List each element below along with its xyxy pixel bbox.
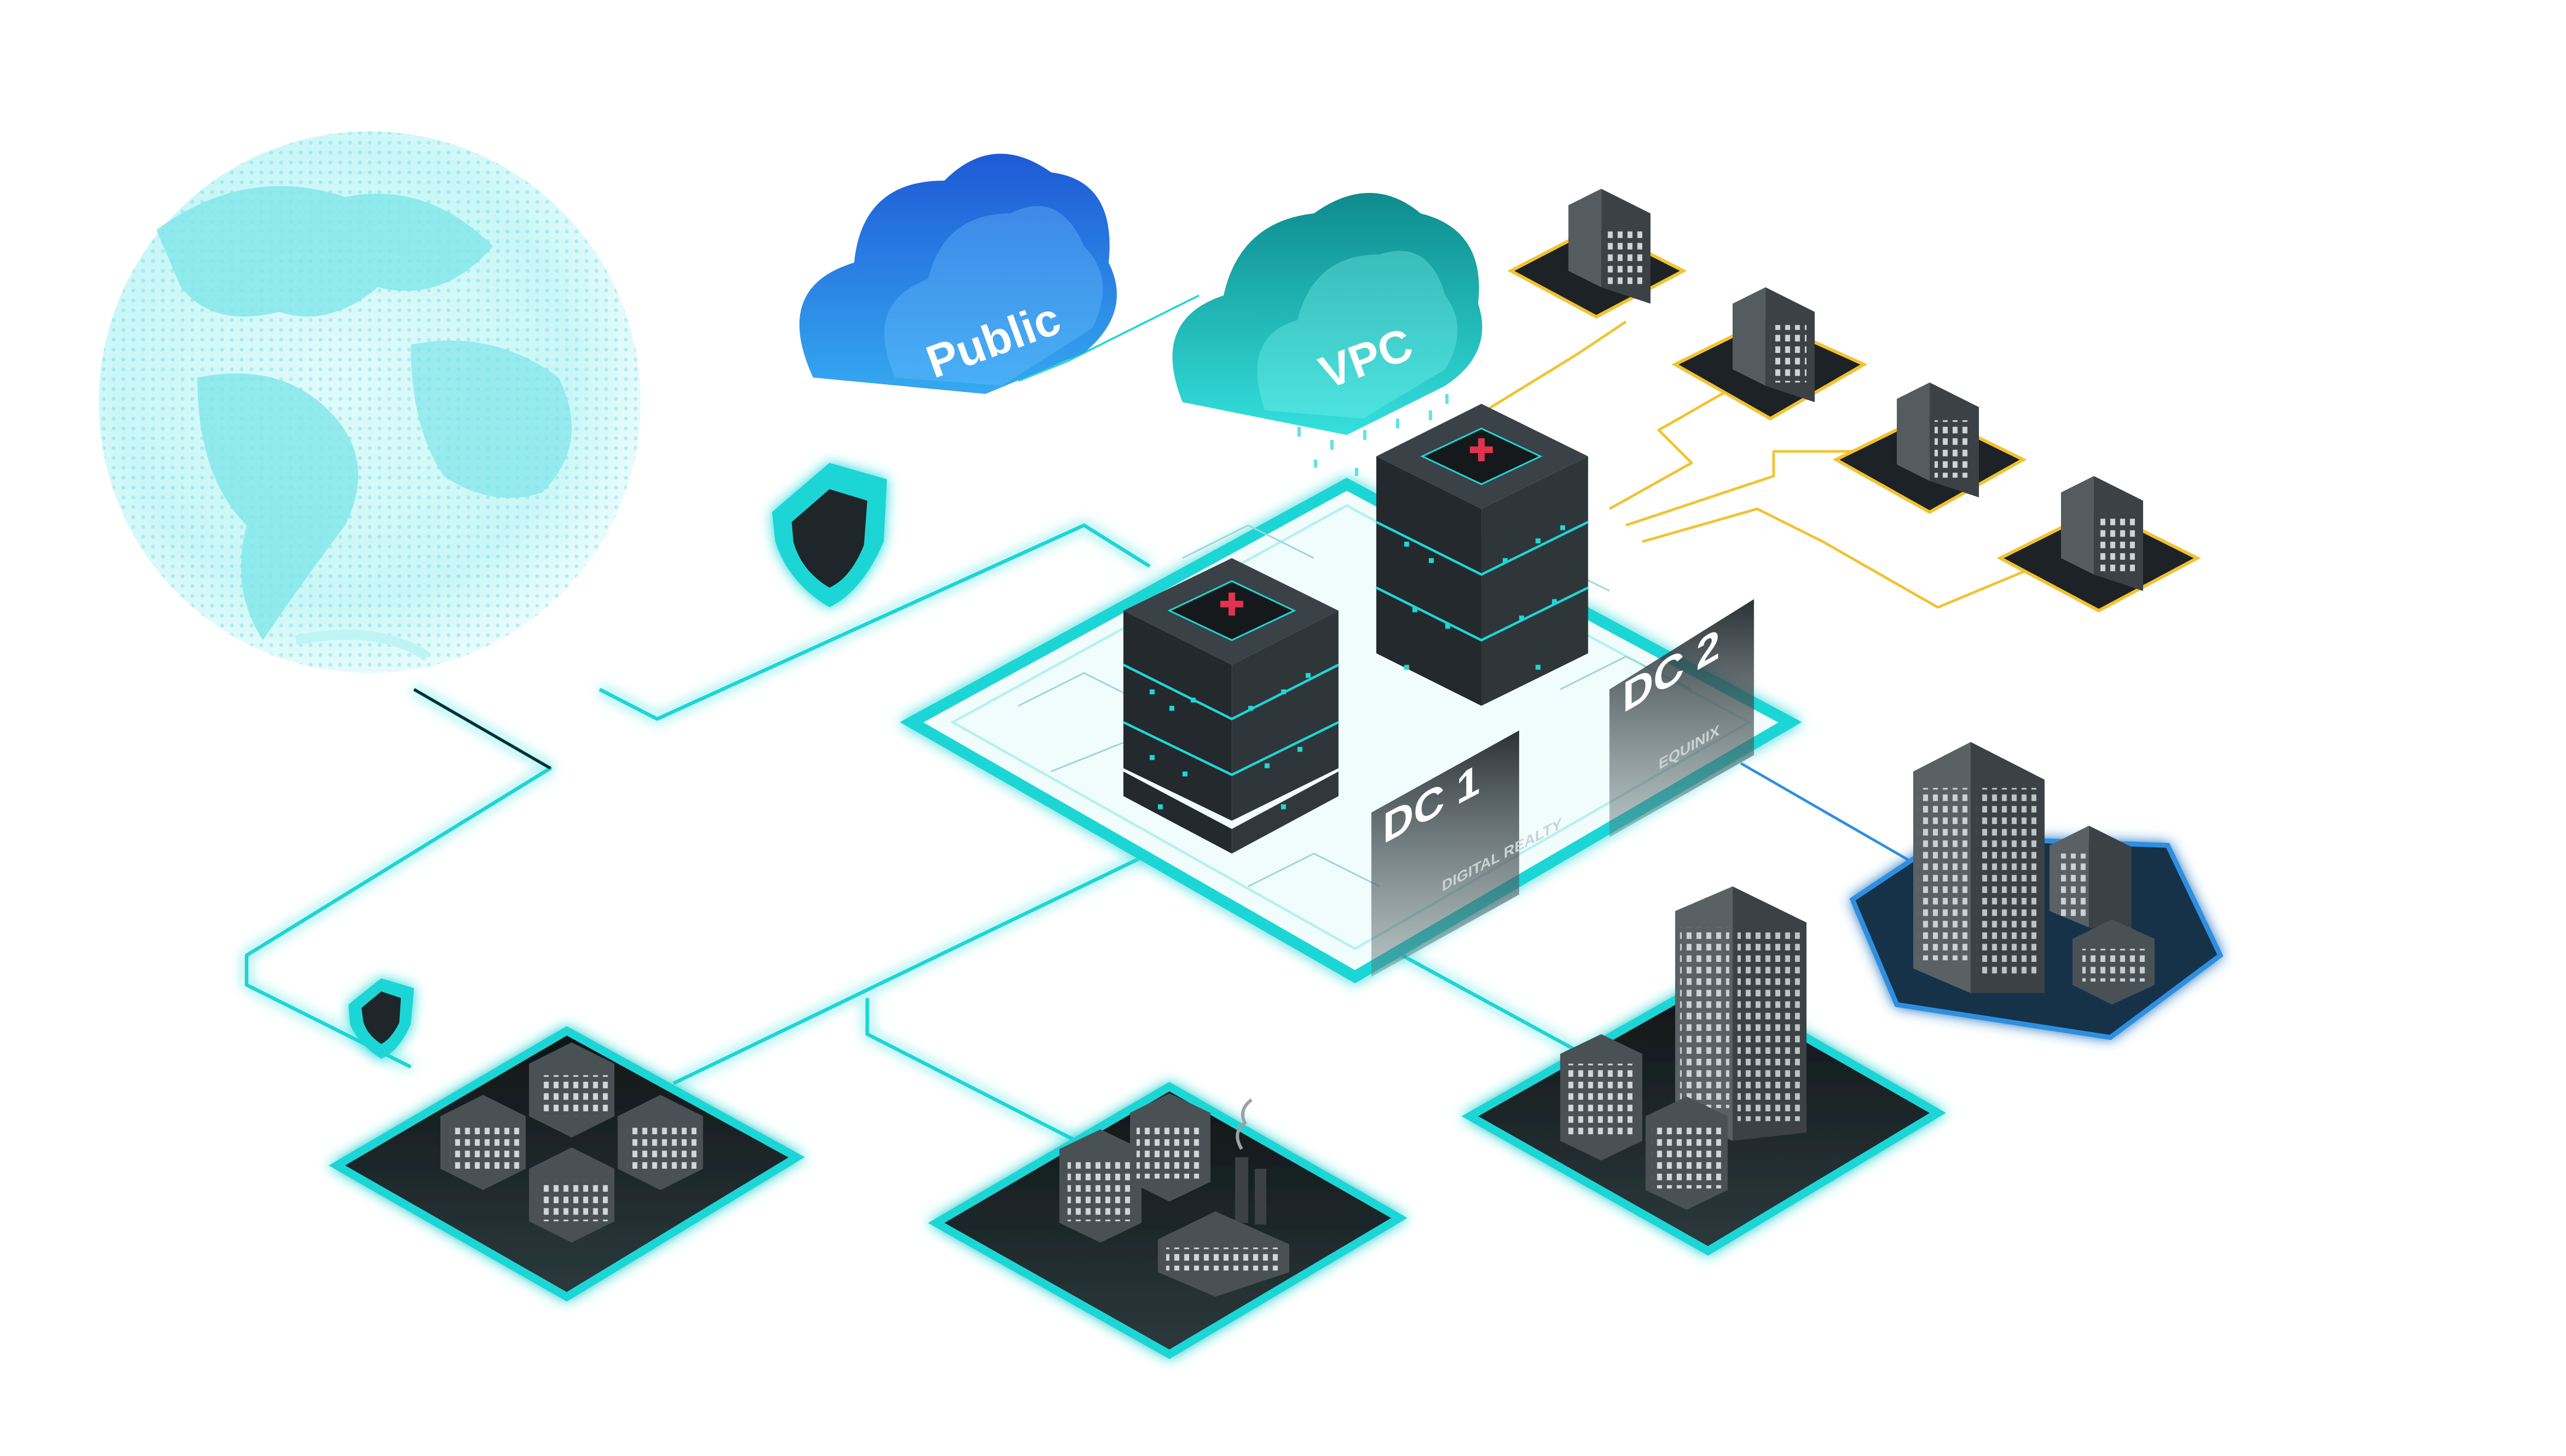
blue-campus-tile xyxy=(1849,742,2224,1040)
building-icon xyxy=(1671,287,1868,421)
building-icon xyxy=(1645,1096,1728,1210)
building-icon xyxy=(529,1042,615,1138)
building-icon xyxy=(440,1095,526,1190)
server-icon xyxy=(1122,404,1589,854)
building-icon xyxy=(1996,476,2201,613)
shield-icon xyxy=(348,978,414,1059)
dc2-panel: DC 2 EQUINIX xyxy=(1609,599,1754,837)
public-cloud: Public xyxy=(799,153,1117,394)
factory-icon xyxy=(1158,1098,1290,1297)
building-icon xyxy=(617,1095,703,1190)
cross-icon xyxy=(1220,593,1243,616)
downtown-tile xyxy=(1461,886,1946,1256)
building-icon xyxy=(1130,1093,1211,1202)
connection-lines xyxy=(244,294,2037,1151)
vpc-cloud: VPC xyxy=(1172,192,1483,476)
building-icon xyxy=(1507,188,1687,319)
building-icon xyxy=(1059,1129,1142,1243)
cross-icon xyxy=(1470,438,1493,462)
building-icon xyxy=(1675,886,1807,1141)
building-icon xyxy=(529,1147,615,1243)
office-park-tile xyxy=(328,1026,805,1302)
shield-icon xyxy=(772,463,887,607)
building-icon xyxy=(1832,382,2027,514)
globe-icon xyxy=(99,131,641,673)
building-icon xyxy=(1560,1034,1643,1161)
industrial-tile xyxy=(928,1081,1408,1359)
yellow-building-tiles xyxy=(1507,188,2201,613)
